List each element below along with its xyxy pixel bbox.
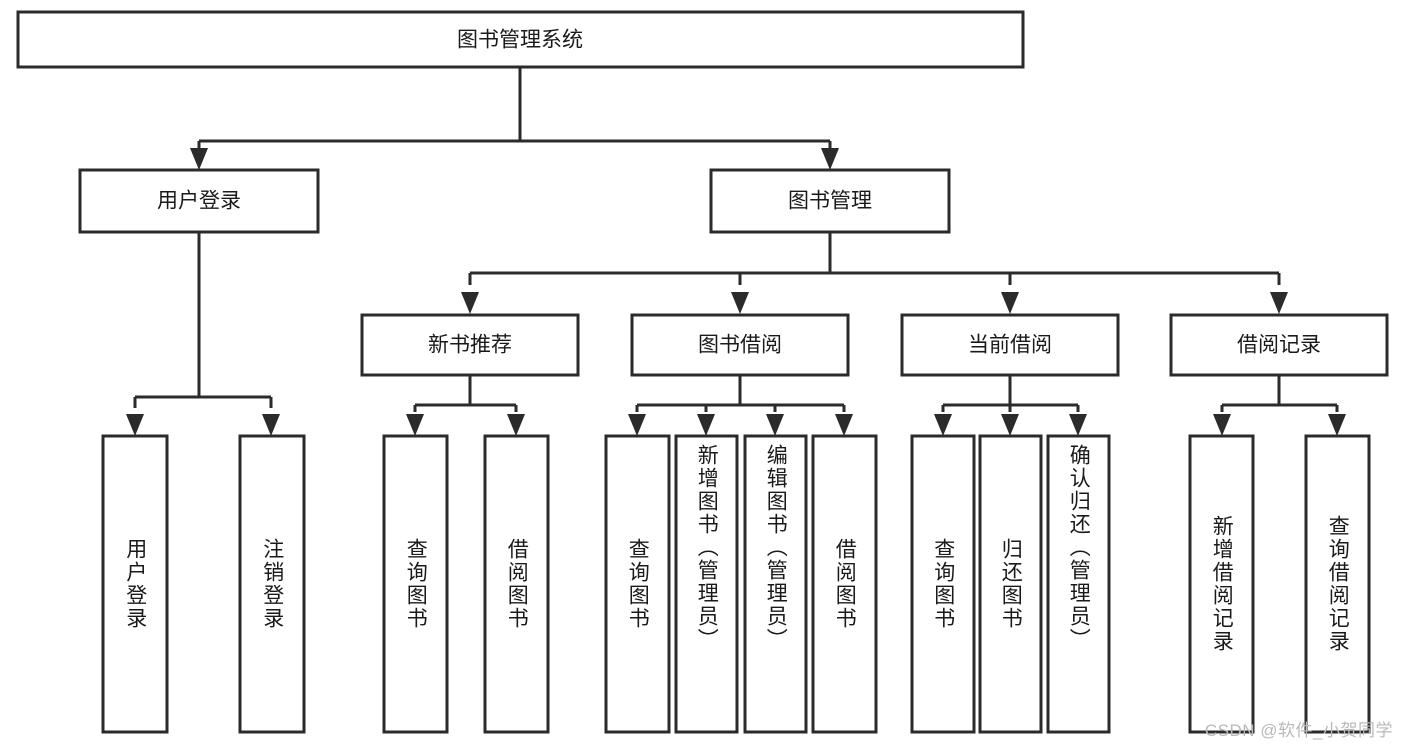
connector-group-root — [190, 67, 839, 170]
node-leaf-query-book-3[interactable] — [910, 434, 976, 734]
node-leaf-query-book-2[interactable] — [604, 434, 671, 734]
arrow-to-leaf-query-book-2 — [628, 414, 646, 436]
arrow-to-leaf-add-record — [1213, 414, 1231, 436]
arrow-to-leaf-query-book-1 — [406, 414, 424, 436]
arrow-to-leaf-add-book — [697, 414, 715, 436]
node-leaf-query-book-1[interactable] — [382, 434, 449, 734]
node-current-borrow-label: 当前借阅 — [968, 334, 1052, 357]
connector-group-borrow-record — [1213, 375, 1346, 436]
arrow-to-user-login — [190, 148, 208, 170]
node-user-login-label: 用户登录 — [157, 190, 241, 213]
arrow-to-leaf-edit-book — [766, 414, 784, 436]
arrow-to-book-manage — [821, 148, 839, 170]
arrow-to-leaf-query-book-3 — [934, 414, 952, 436]
node-book-borrow-label: 图书借阅 — [698, 334, 782, 357]
arrow-to-leaf-query-record — [1328, 414, 1346, 436]
node-borrow-record-label: 借阅记录 — [1237, 334, 1321, 357]
node-leaf-return-book[interactable] — [978, 434, 1043, 734]
node-new-book-rec-label: 新书推荐 — [428, 334, 512, 357]
node-leaf-add-book[interactable] — [674, 434, 739, 734]
arrow-to-borrow-record — [1270, 292, 1288, 314]
connector-group-book-manage — [461, 232, 1288, 314]
node-leaf-query-record[interactable] — [1304, 434, 1371, 734]
node-leaf-confirm-return[interactable] — [1046, 434, 1111, 734]
node-book-manage[interactable]: 图书管理 — [709, 168, 951, 234]
node-current-borrow[interactable]: 当前借阅 — [900, 313, 1120, 377]
node-leaf-edit-book[interactable] — [743, 434, 808, 734]
node-root-label: 图书管理系统 — [457, 29, 583, 52]
connector-group-new-book-rec — [406, 375, 525, 436]
node-leaf-user-login[interactable] — [101, 434, 169, 734]
node-book-manage-label: 图书管理 — [788, 190, 872, 213]
arrow-to-leaf-borrow-book-1 — [507, 414, 525, 436]
connector-group-book-borrow — [628, 375, 853, 436]
arrow-to-leaf-borrow-book-2 — [835, 414, 853, 436]
node-leaf-borrow-book-1[interactable] — [483, 434, 550, 734]
node-leaf-borrow-book-2[interactable] — [811, 434, 878, 734]
connector-group-current-borrow — [934, 375, 1087, 436]
node-user-login[interactable]: 用户登录 — [78, 168, 320, 234]
connector-group-user-login — [126, 232, 280, 436]
csdn-watermark: CSDN @软件_小贺同学 — [1204, 721, 1393, 740]
node-borrow-record[interactable]: 借阅记录 — [1169, 313, 1389, 377]
arrow-to-leaf-return-book — [1001, 414, 1019, 436]
arrow-to-leaf-user-login — [126, 414, 144, 436]
node-new-book-rec[interactable]: 新书推荐 — [360, 313, 580, 377]
leaf-boxes — [101, 434, 1371, 734]
arrow-to-current-borrow — [1001, 292, 1019, 314]
node-root[interactable]: 图书管理系统 — [16, 10, 1025, 69]
arrow-to-new-book-rec — [461, 292, 479, 314]
node-leaf-add-record[interactable] — [1188, 434, 1255, 734]
arrow-to-leaf-confirm-return — [1069, 414, 1087, 436]
node-book-borrow[interactable]: 图书借阅 — [630, 313, 850, 377]
arrow-to-book-borrow — [731, 292, 749, 314]
arrow-to-leaf-logout-login — [262, 414, 280, 436]
node-leaf-logout-login[interactable] — [238, 434, 306, 734]
